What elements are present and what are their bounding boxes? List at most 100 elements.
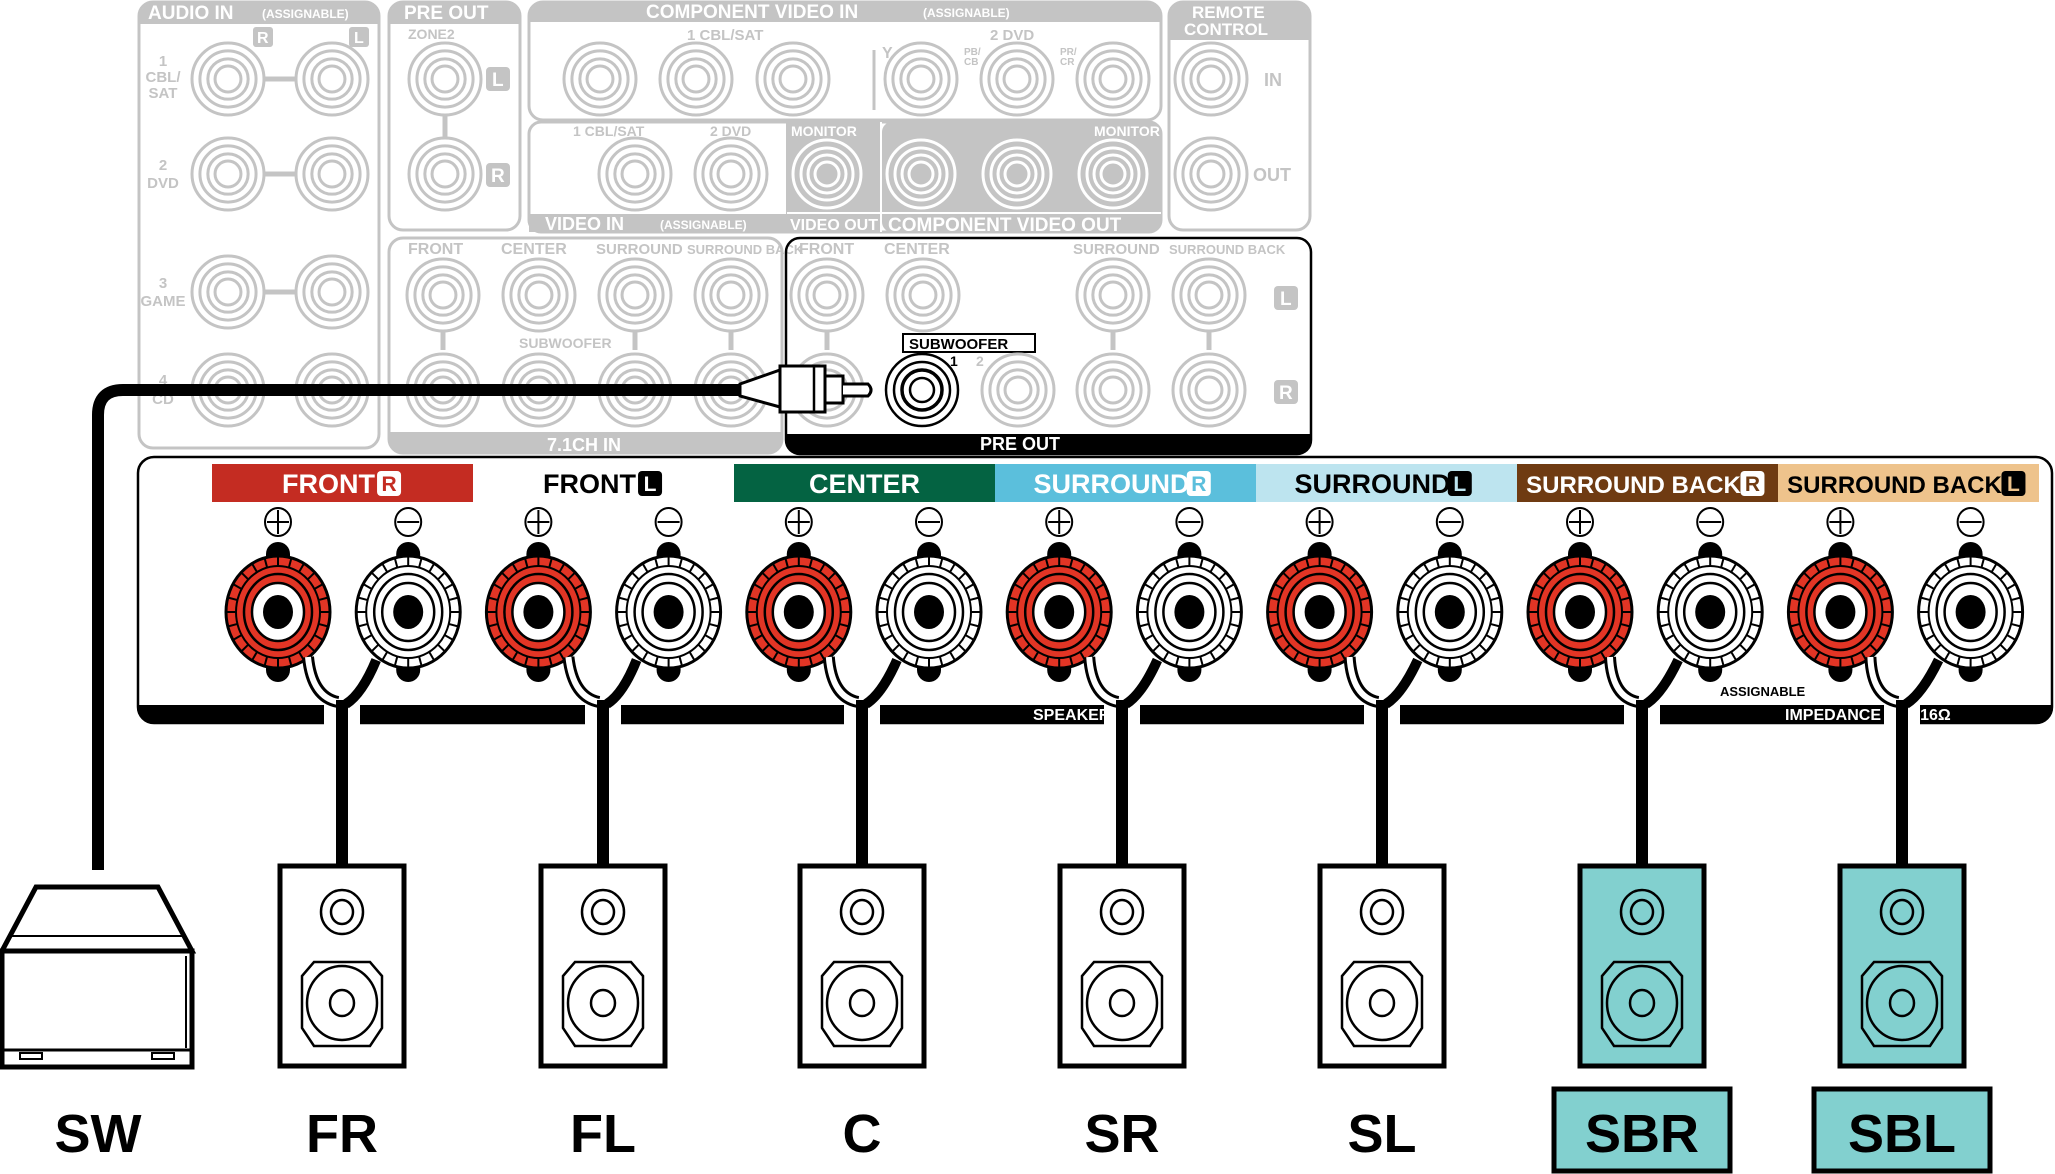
pre-out-bottom-jack-1[interactable] (1075, 352, 1151, 428)
pre-out-top-jack-1[interactable] (1075, 257, 1151, 333)
component-video-out-jack-3[interactable] (1077, 138, 1149, 210)
pre-out-front-l-jack[interactable] (789, 257, 865, 333)
audio-in-section: AUDIO IN (ASSIGNABLE) R L 1CBL/SAT2DVD3G… (137, 0, 381, 450)
minus-icon (1435, 507, 1464, 537)
channel-badge: L (1453, 473, 1466, 496)
channel-name: SURROUND BACK (1526, 472, 1741, 499)
ch71-front: FRONT (408, 241, 463, 258)
terminal-minus-6[interactable] (1656, 542, 1764, 682)
rca-plug-pin[interactable] (843, 382, 873, 398)
ch71-title: 7.1CH IN (547, 435, 621, 455)
video-out-monitor-jack[interactable] (791, 138, 863, 210)
terminal-plus-7[interactable] (1786, 542, 1894, 682)
video-out-monitor: MONITOR (791, 123, 857, 139)
impedance-label: IMPEDANCE : 4〜16Ω (1785, 707, 1951, 724)
remote-in-jack[interactable] (1173, 41, 1249, 117)
71ch-in-top-jack-2[interactable] (501, 257, 577, 333)
component-video-in-jack-5[interactable] (979, 41, 1055, 117)
r-badge-icon (253, 27, 273, 47)
subwoofer-cable (92, 352, 960, 870)
pre-out-r-badge: R (1279, 383, 1293, 404)
pre-out-l-badge: L (1280, 289, 1292, 310)
component-video-out-jack-1[interactable] (885, 138, 957, 210)
component-video-in-jack-4[interactable] (883, 41, 959, 117)
audio-in-1-r-jack[interactable] (190, 41, 266, 117)
remote-title-2: CONTROL (1184, 20, 1268, 39)
audio-in-name2-1: SAT (149, 85, 178, 102)
audio-in-2-l-jack[interactable] (294, 136, 370, 212)
pre-out-bottom-jack-2[interactable] (1171, 352, 1247, 428)
speaker-fl[interactable]: FL (538, 863, 668, 1164)
terminal-plus-3[interactable] (745, 542, 853, 682)
speaker-label-sl: SL (1347, 1104, 1416, 1164)
zone2-r-jack[interactable] (407, 136, 483, 212)
channel-badge: R (381, 473, 396, 496)
subwoofer-out-1-jack[interactable] (884, 352, 960, 428)
speaker-sl[interactable]: SL (1317, 863, 1447, 1164)
channel-name: FRONT (543, 469, 636, 499)
pre-out-top-jack-2[interactable] (1171, 257, 1247, 333)
component-video-in-sub: (ASSIGNABLE) (923, 6, 1010, 20)
pre-out-front: FRONT (799, 241, 854, 258)
71ch-in-top-jack-1[interactable] (405, 257, 481, 333)
speaker-label-sbl: SBL (1848, 1104, 1956, 1164)
speaker-sbr[interactable]: SBR (1551, 863, 1733, 1174)
component-video-out-jack-2[interactable] (981, 138, 1053, 210)
minus-icon (1956, 507, 1985, 537)
minus-icon (654, 507, 683, 537)
video-in-jack-1[interactable] (597, 136, 673, 212)
terminal-plus-5[interactable] (1266, 542, 1374, 682)
speaker-sw[interactable]: SW (0, 884, 197, 1164)
component-video-in-jack-6[interactable] (1075, 41, 1151, 117)
ch71-subwoofer: SUBWOOFER (519, 335, 612, 351)
remote-out-jack[interactable] (1173, 136, 1249, 212)
sw-out-2-label: 2 (976, 353, 984, 369)
zone2-l-jack[interactable] (407, 41, 483, 117)
video-in-jack-2[interactable] (693, 136, 769, 212)
ch71-surround: SURROUND (596, 241, 683, 258)
speaker-label-fr: FR (306, 1104, 378, 1164)
terminal-plus-1[interactable] (224, 542, 332, 682)
cvi-group1-label: 1 CBL/SAT (687, 27, 763, 44)
audio-in-1-l-jack[interactable] (294, 41, 370, 117)
terminal-minus-3[interactable] (875, 542, 983, 682)
terminal-minus-7[interactable] (1917, 542, 2025, 682)
71ch-in-top-jack-4[interactable] (693, 257, 769, 333)
terminal-plus-2[interactable] (484, 542, 592, 682)
terminal-plus-6[interactable] (1526, 542, 1634, 682)
71ch-in-top-jack-3[interactable] (597, 257, 673, 333)
audio-in-2-r-jack[interactable] (190, 136, 266, 212)
terminal-minus-5[interactable] (1396, 542, 1504, 682)
video-out-title: VIDEO OUT (790, 217, 878, 234)
terminal-minus-4[interactable] (1135, 542, 1243, 682)
l-badge-icon (486, 67, 510, 91)
plus-icon (1826, 507, 1855, 537)
speaker-sbl[interactable]: SBL (1811, 863, 1993, 1174)
channel-name: SURROUND (1294, 469, 1450, 499)
pre-out-zone2-section: PRE OUT ZONE2 L R (387, 0, 522, 232)
audio-in-3-r-jack[interactable] (190, 254, 266, 330)
audio-in-num-2: 2 (159, 157, 167, 174)
tweeter-icon (319, 888, 365, 936)
pre-out-section: PRE OUT FRONT CENTER SURROUND SURROUND B… (784, 236, 1313, 456)
speaker-sr[interactable]: SR (1057, 863, 1187, 1164)
speaker-c[interactable]: C (797, 863, 927, 1164)
pre-out-subwoofer-2-jack[interactable] (980, 352, 1056, 428)
channel-badge: R (1191, 473, 1206, 496)
component-video-in-jack-2[interactable] (658, 41, 734, 117)
pre-out-center-jack[interactable] (885, 257, 961, 333)
terminal-minus-1[interactable] (354, 542, 462, 682)
speaker-fr[interactable]: FR (277, 863, 407, 1164)
woofer-icon (561, 960, 645, 1048)
cvo-monitor: MONITOR (1094, 123, 1160, 139)
pre-out-surround: SURROUND (1073, 241, 1160, 258)
component-video-in-jack-1[interactable] (562, 41, 638, 117)
audio-in-3-l-jack[interactable] (294, 254, 370, 330)
tweeter-icon (839, 888, 885, 936)
ch71-in-section: 7.1CH IN FRONT CENTER SURROUND SURROUND … (387, 236, 804, 455)
terminal-minus-2[interactable] (615, 542, 723, 682)
component-video-in-jack-3[interactable] (755, 41, 831, 117)
terminal-plus-4[interactable] (1005, 542, 1113, 682)
